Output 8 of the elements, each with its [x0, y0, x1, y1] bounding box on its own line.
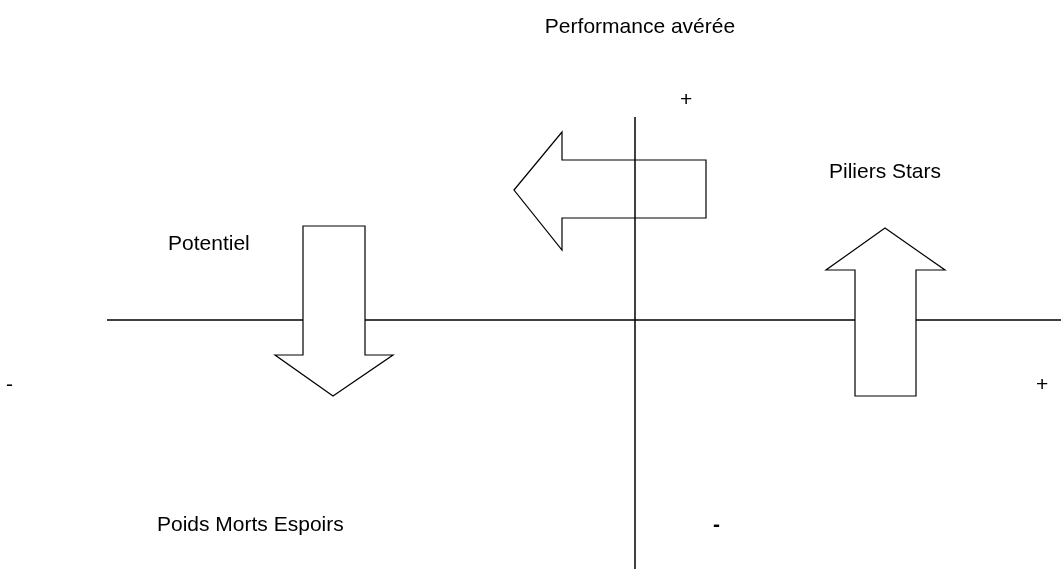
quadrant-label: Potentiel: [168, 231, 250, 253]
sign-label: +: [680, 87, 693, 109]
sign-label: -: [6, 372, 13, 394]
sign-label: +: [1036, 372, 1049, 394]
axis-label: Performance avérée: [544, 14, 736, 36]
sign-label: -: [713, 512, 720, 534]
quadrant-label: Piliers Stars: [829, 159, 942, 181]
quadrant-label: Poids Morts Espoirs: [157, 512, 344, 534]
